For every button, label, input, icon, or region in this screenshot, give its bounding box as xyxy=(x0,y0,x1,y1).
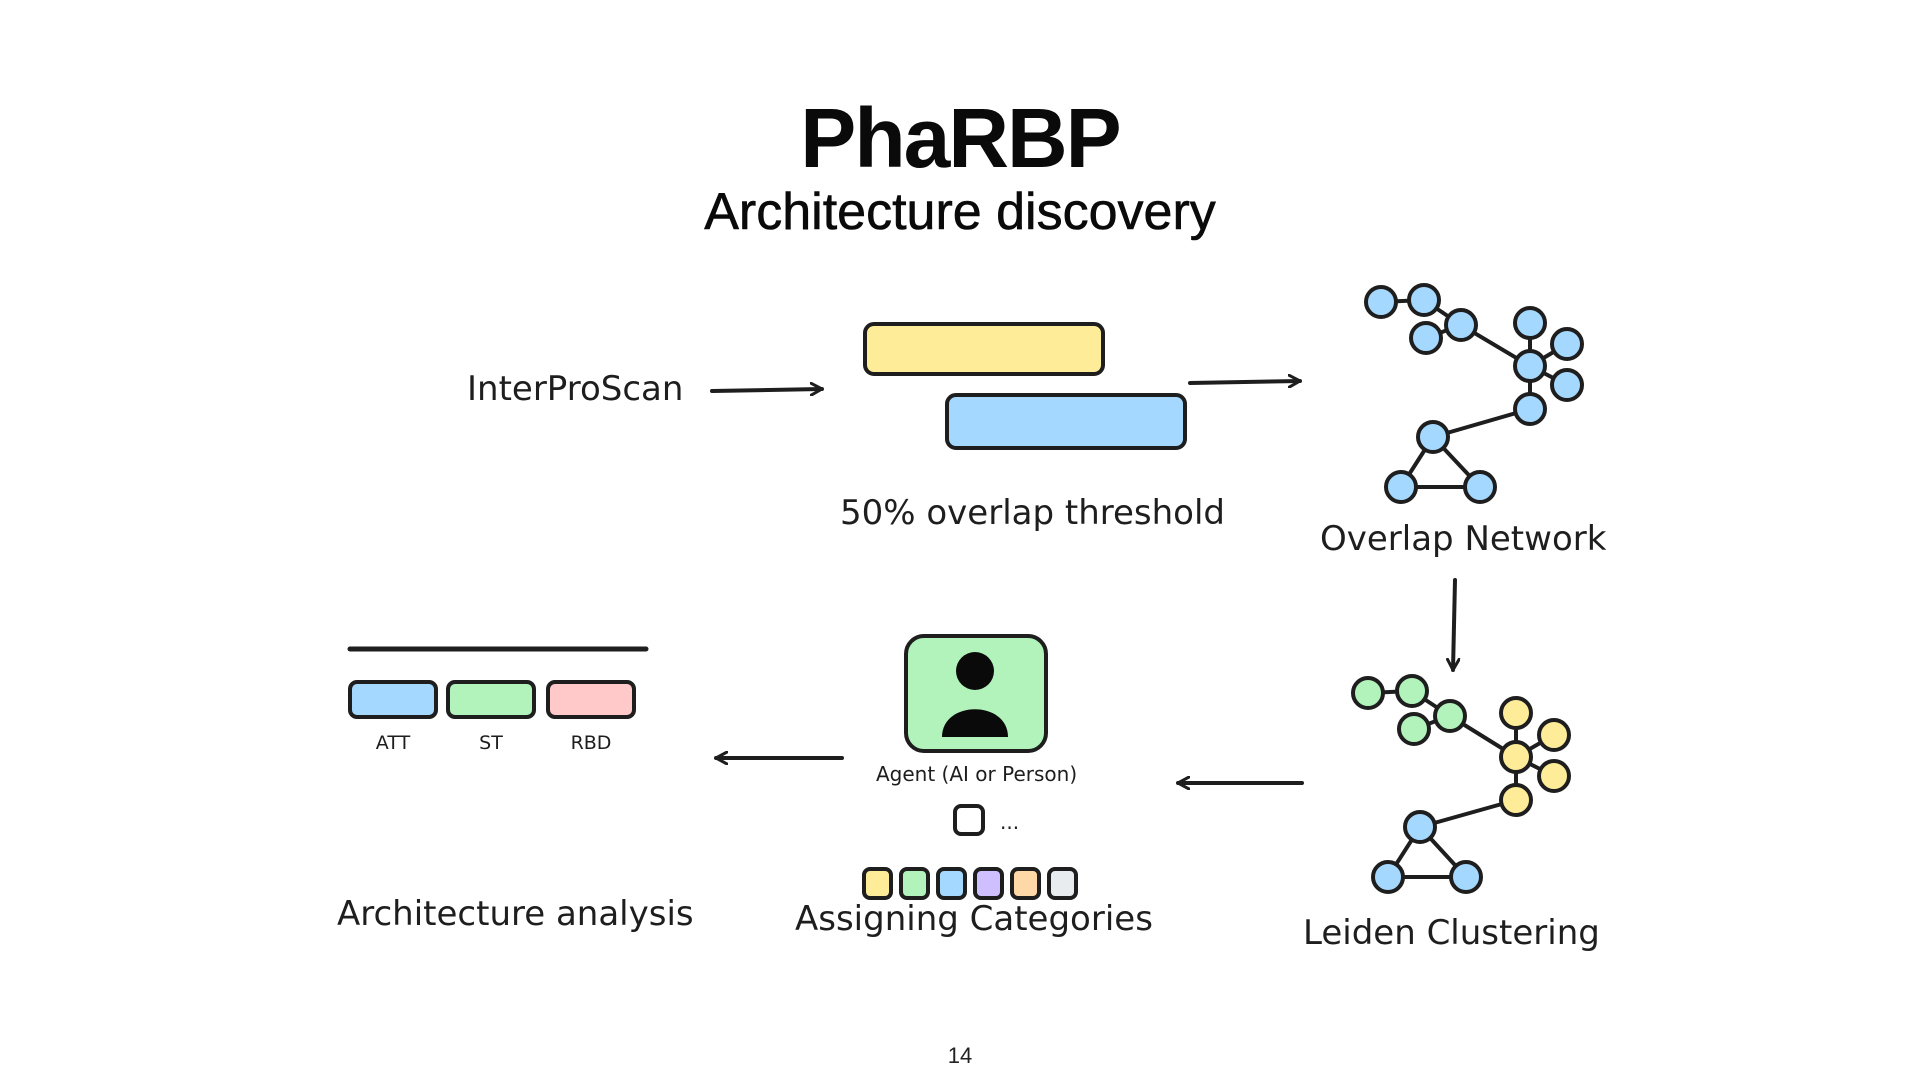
overlap-bar-yellow xyxy=(863,322,1105,376)
page-number: 14 xyxy=(947,1043,973,1068)
arrow-input-to-overlap xyxy=(710,389,824,391)
arrow-overlap-to-network xyxy=(1188,381,1302,383)
category-swatch xyxy=(936,867,967,900)
category-swatches xyxy=(862,867,1078,900)
category-swatch xyxy=(973,867,1004,900)
leiden-clustering-label: Leiden Clustering xyxy=(1303,913,1600,953)
domain-label-st: ST xyxy=(479,732,503,754)
category-swatch xyxy=(862,867,893,900)
overlap-bar-blue xyxy=(945,393,1187,450)
domain-architecture: ATT ST RBD xyxy=(348,680,636,754)
ellipsis-label: ... xyxy=(1000,810,1019,834)
agent-label: Agent (AI or Person) xyxy=(876,762,1077,786)
domain-box-st xyxy=(446,680,536,719)
domain-label-att: ATT xyxy=(376,732,411,754)
domain-box-rbd xyxy=(546,680,636,719)
category-swatch xyxy=(1047,867,1078,900)
category-swatch xyxy=(1010,867,1041,900)
overlap-network-label: Overlap Network xyxy=(1320,519,1607,559)
slide-title: PhaRBP xyxy=(800,91,1121,185)
domain-label-rbd: RBD xyxy=(571,732,612,754)
overlap-network-graph xyxy=(1364,283,1584,504)
slide-subtitle: Architecture discovery xyxy=(704,183,1216,242)
interproscan-label: InterProScan xyxy=(467,369,683,409)
overlap-threshold-label: 50% overlap threshold xyxy=(840,493,1225,533)
leiden-clustering-graph xyxy=(1351,674,1571,894)
domain-box-att xyxy=(348,680,438,719)
assigning-categories-label: Assigning Categories xyxy=(795,899,1153,939)
category-swatch xyxy=(899,867,930,900)
arrow-network-to-clustering xyxy=(1453,578,1455,672)
agent-icon xyxy=(904,634,1048,753)
architecture-analysis-label: Architecture analysis xyxy=(337,894,694,934)
empty-category-swatch xyxy=(953,804,985,836)
